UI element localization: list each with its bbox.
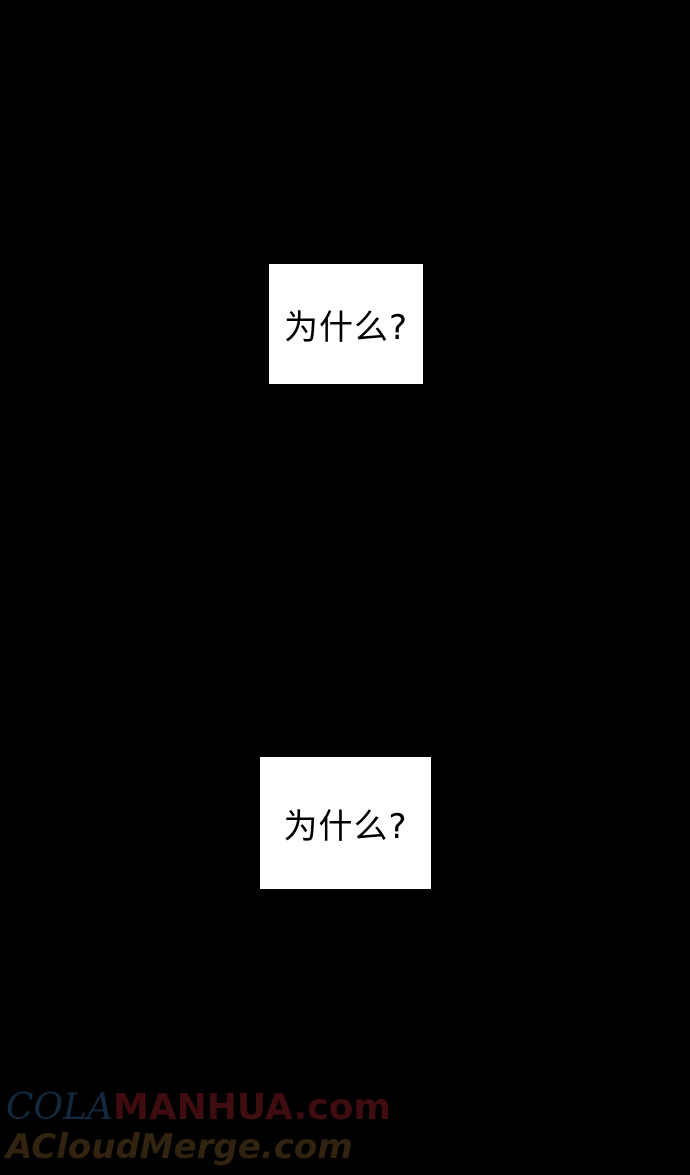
speech-text-1: 为什么? [283, 307, 409, 348]
watermark-cola: COLA [6, 1087, 113, 1128]
watermark-dotcom: .com [293, 1087, 391, 1128]
watermark-colamanhua: COLAMANHUA.com [6, 1087, 391, 1128]
watermark-manhua: MANHUA [112, 1087, 294, 1128]
watermark-acloudmerge: ACloudMerge.com [6, 1127, 353, 1167]
speech-box-2: 为什么? [260, 757, 431, 889]
speech-text-2: 为什么? [283, 806, 408, 847]
speech-box-1: 为什么? [269, 264, 423, 384]
